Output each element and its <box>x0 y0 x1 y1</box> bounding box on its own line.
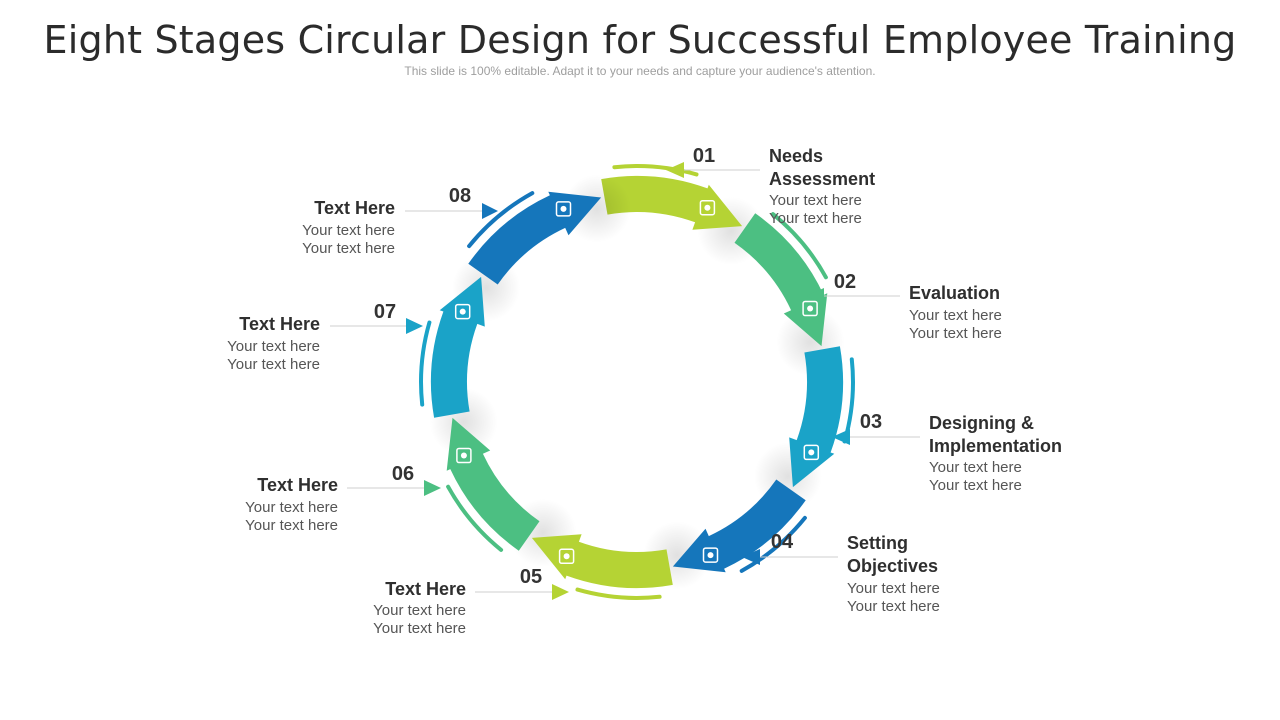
stage-03-text2: Your text here <box>929 477 1022 494</box>
arrow-segment-06 <box>446 417 540 551</box>
stage-06-text1: Your text here <box>245 499 338 516</box>
stage-04-text2: Your text here <box>847 598 940 615</box>
stage-number-02: 02 <box>834 271 856 293</box>
stage-03-title-line2: Implementation <box>929 436 1063 456</box>
stage-06-text2: Your text here <box>245 517 338 534</box>
outer-arc-08 <box>467 191 535 249</box>
hand-gear-icon <box>558 548 575 565</box>
outer-arc-06 <box>446 484 504 552</box>
stage-02-text2: Your text here <box>909 325 1002 342</box>
stage-04-title-line2: Objectives <box>847 556 939 576</box>
pointer-arrowhead-05 <box>552 584 569 600</box>
stage-02-description: Your text here Your text here <box>909 307 1002 343</box>
slide-title: Eight Stages Circular Design for Success… <box>43 18 1237 62</box>
stage-08-title-line1: Text Here <box>314 198 395 218</box>
stage-number-06: 06 <box>392 463 414 485</box>
arrow-segment-01 <box>601 175 743 230</box>
outer-arc-02 <box>770 212 828 280</box>
stage-01-title-line2: Assessment <box>769 169 876 189</box>
stage-01-description: Your text here Your text here <box>769 192 862 228</box>
stage-01-title: Needs Assessment <box>769 145 875 191</box>
stage-number-05: 05 <box>520 566 542 588</box>
stage-08-title: Text Here <box>235 197 395 220</box>
stage-01-text2: Your text here <box>769 210 862 227</box>
stage-07-title-line1: Text Here <box>239 314 320 334</box>
pointer-arrowhead-03 <box>832 429 850 445</box>
stage-06-description: Your text here Your text here <box>178 499 338 535</box>
target-icon <box>702 547 719 563</box>
pointer-arrowhead-01 <box>666 162 684 178</box>
stage-number-08: 08 <box>449 185 471 207</box>
stage-05-text1: Your text here <box>373 602 466 619</box>
stage-number-01: 01 <box>693 145 715 167</box>
stage-01-title-line1: Needs <box>769 146 824 166</box>
arrow-segment-05 <box>531 534 673 589</box>
stage-03-text1: Your text here <box>929 459 1022 476</box>
briefcase-icon <box>456 447 472 464</box>
pointer-arrowhead-06 <box>424 480 441 496</box>
stage-number-07: 07 <box>374 301 396 323</box>
arrow-shadow-08 <box>562 174 631 243</box>
arrow-segment-04 <box>672 479 806 573</box>
gear-bulb-icon <box>803 444 820 461</box>
arrow-ring <box>429 174 845 590</box>
stage-06-title-line1: Text Here <box>257 475 338 495</box>
outer-arc-01 <box>612 164 699 177</box>
stage-03-title-line1: Designing & <box>929 413 1035 433</box>
stage-07-title: Text Here <box>160 313 320 336</box>
outer-arc-03 <box>842 357 855 444</box>
outer-arc-04 <box>739 515 807 573</box>
stage-04-description: Your text here Your text here <box>847 580 940 616</box>
arrow-segment-08 <box>468 191 602 285</box>
stage-01-text1: Your text here <box>769 192 862 209</box>
clipboard-check-icon <box>699 199 716 216</box>
stage-icons <box>454 199 820 565</box>
stage-pointers <box>330 162 920 600</box>
stage-06-title: Text Here <box>178 474 338 497</box>
stage-08-text2: Your text here <box>302 240 395 257</box>
stage-05-description: Your text here Your text here <box>306 602 466 638</box>
stage-08-text1: Your text here <box>302 222 395 239</box>
stage-04-title-line1: Setting <box>847 533 908 553</box>
box-gear-icon <box>555 201 572 217</box>
pointer-arrowhead-04 <box>742 549 760 565</box>
slide-subtitle: This slide is 100% editable. Adapt it to… <box>404 64 876 78</box>
arrow-segment-03 <box>789 346 844 488</box>
pointer-arrowhead-07 <box>406 318 423 334</box>
stage-04-title: Setting Objectives <box>847 532 938 578</box>
stage-05-title-line1: Text Here <box>385 579 466 599</box>
stage-02-title: Evaluation <box>909 282 1000 305</box>
calculator-icon <box>802 300 818 317</box>
pointer-arrowhead-02 <box>806 288 824 304</box>
stage-02-text1: Your text here <box>909 307 1002 324</box>
presentation-board-icon <box>454 303 471 320</box>
outer-arc-05 <box>575 587 662 600</box>
outer-arc-07 <box>419 320 432 407</box>
stage-05-title: Text Here <box>306 578 466 601</box>
arrow-segment-07 <box>430 276 485 418</box>
stage-04-text1: Your text here <box>847 580 940 597</box>
stage-02-title-line1: Evaluation <box>909 283 1001 303</box>
stage-07-description: Your text here Your text here <box>160 338 320 374</box>
stage-03-title: Designing & Implementation <box>929 412 1062 458</box>
stage-07-text1: Your text here <box>227 338 320 355</box>
stage-05-text2: Your text here <box>373 620 466 637</box>
stage-03-description: Your text here Your text here <box>929 459 1022 495</box>
arrow-segment-02 <box>734 213 828 347</box>
stage-number-03: 03 <box>860 411 882 433</box>
stage-08-description: Your text here Your text here <box>235 222 395 258</box>
pointer-arrowhead-08 <box>482 203 498 219</box>
stage-07-text2: Your text here <box>227 356 320 373</box>
stage-number-04: 04 <box>771 531 794 553</box>
